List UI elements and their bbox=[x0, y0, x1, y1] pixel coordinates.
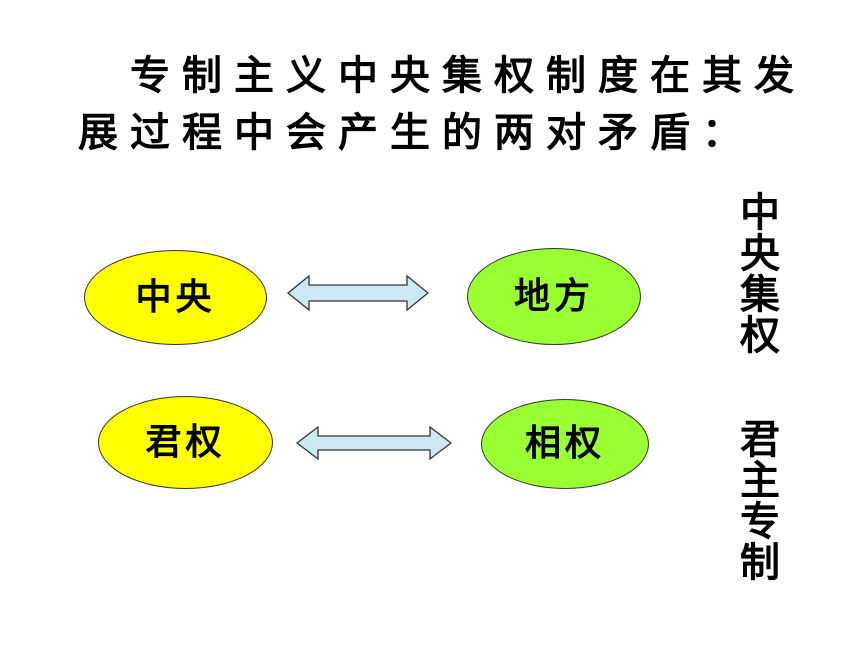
oval-monarch-label: 君权 bbox=[145, 421, 226, 463]
oval-chancellor-label: 相权 bbox=[524, 423, 605, 464]
double-arrow-icon bbox=[287, 274, 429, 312]
oval-local: 地方 bbox=[467, 248, 641, 345]
double-arrow-icon bbox=[296, 425, 452, 461]
title-line-2: 展过程中会产生的两对矛盾： bbox=[78, 109, 754, 156]
title-line-1: 专制主义中央集权制度在其发 bbox=[130, 52, 806, 99]
oval-chancellor: 相权 bbox=[481, 399, 649, 489]
oval-central: 中央 bbox=[84, 250, 267, 345]
side-label-central: 中央集权 bbox=[740, 190, 780, 359]
side-label-autocracy: 君主专制 bbox=[740, 417, 780, 586]
oval-local-label: 地方 bbox=[513, 275, 594, 317]
oval-central-label: 中央 bbox=[135, 276, 216, 318]
oval-monarch: 君权 bbox=[98, 396, 273, 489]
